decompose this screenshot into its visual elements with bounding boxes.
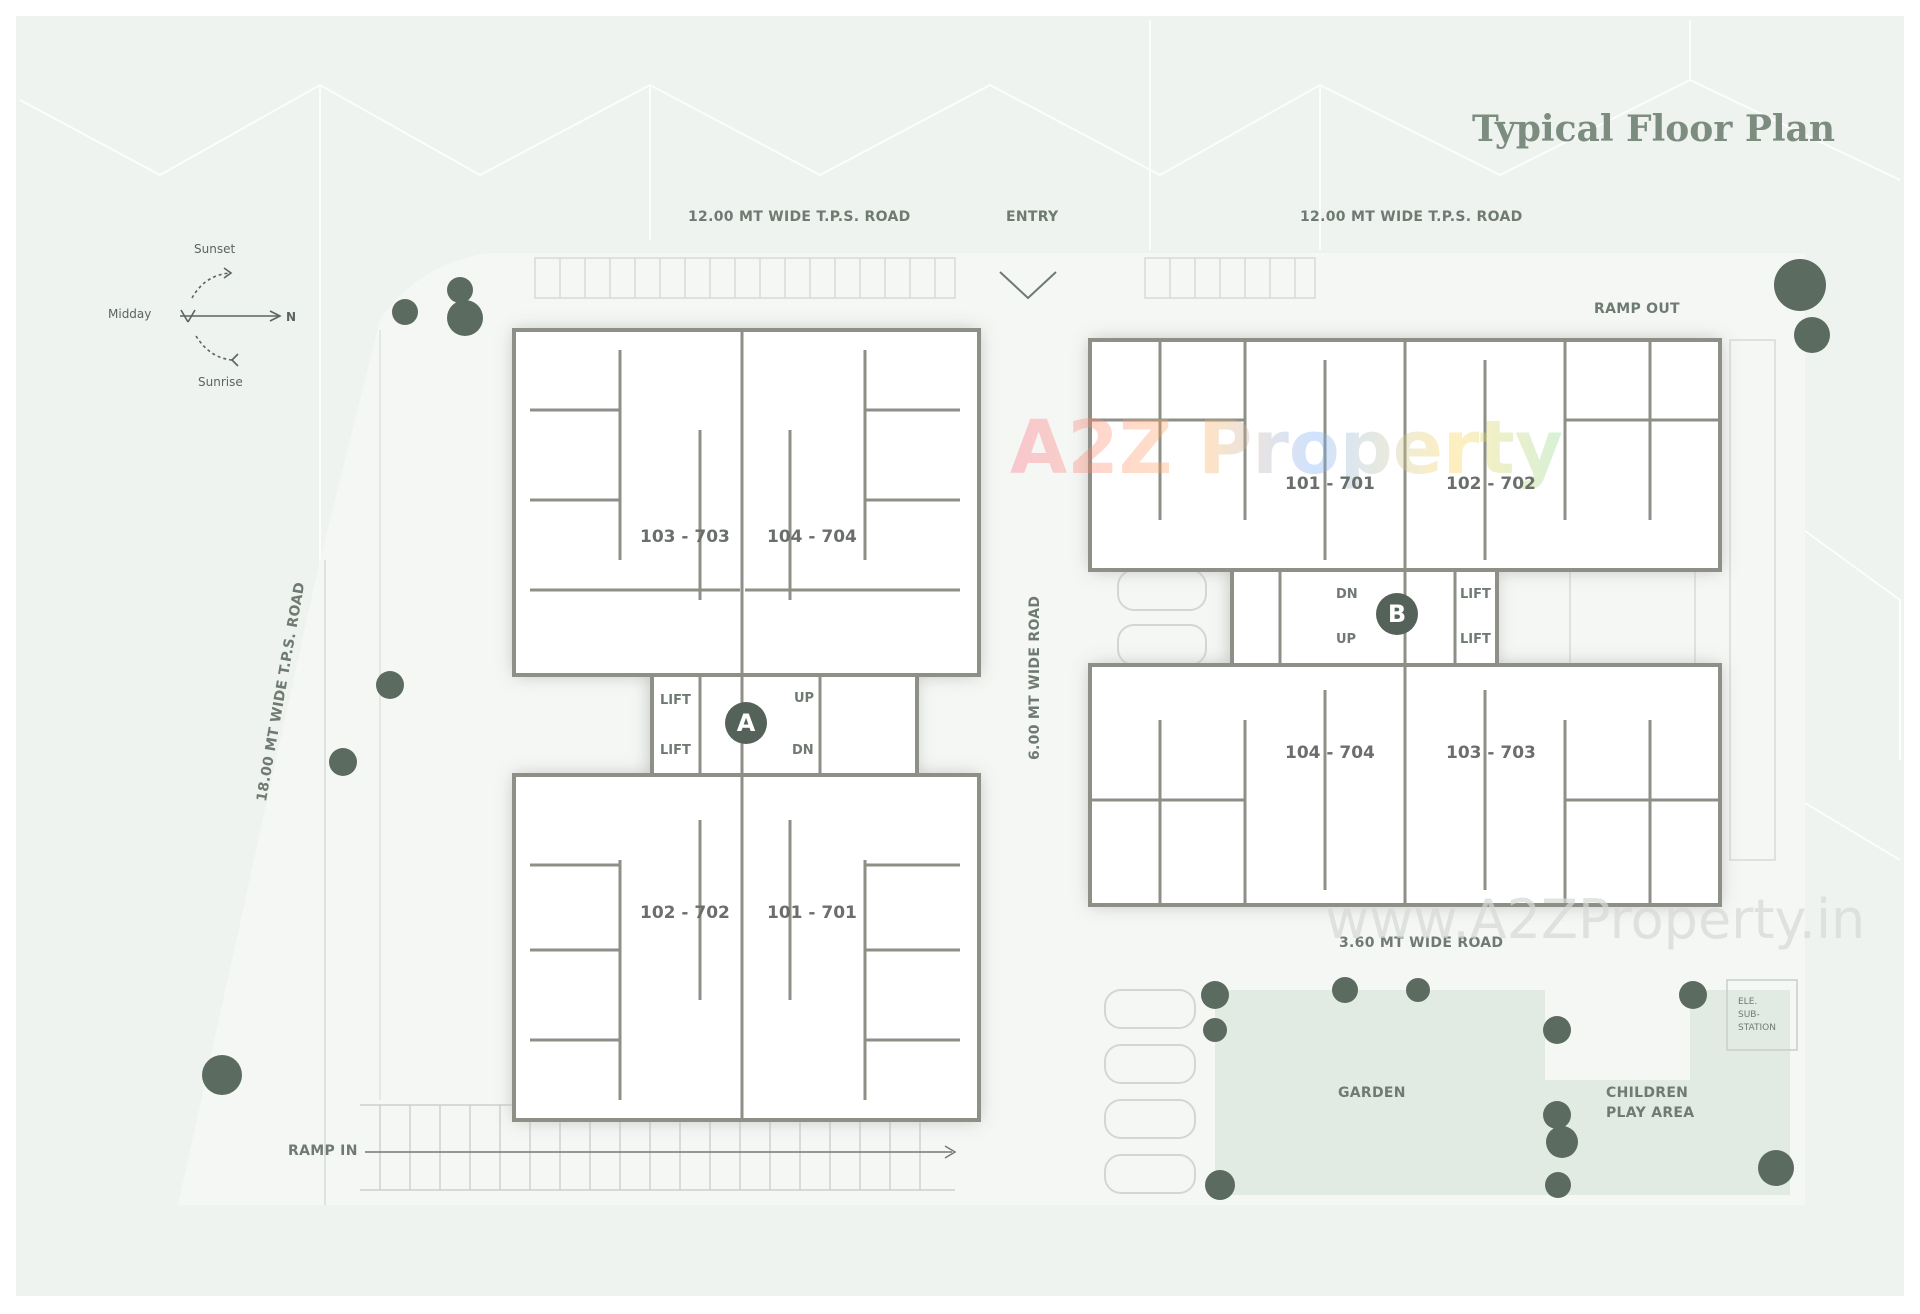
block-b-unit-label: 104 - 704	[1285, 743, 1375, 763]
tree-icon	[1546, 1126, 1578, 1158]
north-arrow-icon	[269, 310, 282, 322]
block-a-badge: A	[725, 702, 767, 744]
road-label-top-left: 12.00 MT WIDE T.P.S. ROAD	[688, 209, 911, 225]
substation-label-line2: SUB-	[1738, 1010, 1760, 1020]
tree-icon	[1543, 1101, 1571, 1129]
watermark-url: www.A2ZProperty.in	[1325, 888, 1866, 951]
watermark-brand: A2Z Property	[1010, 405, 1563, 491]
tree-icon	[202, 1055, 242, 1095]
compass-north-label: N	[286, 310, 297, 324]
midday-tick	[180, 309, 189, 323]
top-parking	[534, 257, 1316, 299]
tree-icon	[447, 277, 473, 303]
block-a-unit-label: 103 - 703	[640, 527, 730, 547]
entry-arrow-icon	[999, 271, 1057, 300]
entry-label: ENTRY	[1006, 209, 1059, 225]
tree-icon	[376, 671, 404, 699]
compass-sunset-label: Sunset	[194, 242, 236, 256]
garden-area	[1215, 990, 1790, 1195]
block-b	[1088, 338, 1722, 907]
tree-icon	[1794, 317, 1830, 353]
block-a-lift-label: LIFT	[660, 743, 691, 758]
tree-icons	[202, 259, 1830, 1200]
tree-icon	[329, 748, 357, 776]
road-label-bottom: 3.60 MT WIDE ROAD	[1339, 935, 1504, 951]
substation-label-line1: ELE.	[1738, 997, 1758, 1007]
children-play-area-label-line2: PLAY AREA	[1606, 1105, 1695, 1121]
tree-icon	[1545, 1172, 1571, 1198]
garden-label: GARDEN	[1338, 1085, 1406, 1101]
block-a-unit-label: 104 - 704	[767, 527, 857, 547]
sunrise-arrow-icon	[230, 353, 239, 367]
block-b-lift-label: LIFT	[1460, 587, 1491, 602]
block-a-unit-label: 101 - 701	[767, 903, 857, 923]
sunset-arc	[191, 272, 231, 299]
block-a-stair-up-label: UP	[794, 691, 815, 706]
block-b-lift-label: LIFT	[1460, 632, 1491, 647]
sun-path-diagram	[180, 267, 282, 367]
compass-sunrise-label: Sunrise	[198, 375, 243, 389]
tree-icon	[1679, 981, 1707, 1009]
road-label-top-right: 12.00 MT WIDE T.P.S. ROAD	[1300, 209, 1523, 225]
block-b-unit-label: 101 - 701	[1285, 474, 1375, 494]
road-label-middle: 6.00 MT WIDE ROAD	[1027, 595, 1043, 760]
tree-icon	[1203, 1018, 1227, 1042]
block-b-stair-up-label: UP	[1336, 632, 1357, 647]
block-a-unit-label: 102 - 702	[640, 903, 730, 923]
tree-icon	[447, 300, 483, 336]
tree-icon	[1406, 978, 1430, 1002]
compass-midday-label: Midday	[108, 307, 152, 321]
substation-label-line3: STATION	[1738, 1023, 1776, 1033]
ramp-in-arrow-icon	[944, 1145, 957, 1159]
page-title: Typical Floor Plan	[1472, 108, 1836, 150]
tree-icon	[392, 299, 418, 325]
block-a-lift-label: LIFT	[660, 693, 691, 708]
tree-icon	[1205, 1170, 1235, 1200]
tree-icon	[1332, 977, 1358, 1003]
block-b-unit-label: 103 - 703	[1446, 743, 1536, 763]
tree-icon	[1201, 981, 1229, 1009]
background-hex-pattern	[19, 20, 1901, 861]
children-play-area-label-line1: CHILDREN	[1606, 1085, 1689, 1101]
midday-tick	[187, 309, 196, 323]
ramp-in-label: RAMP IN	[288, 1143, 358, 1159]
block-b-badge: B	[1376, 593, 1418, 635]
block-a-stair-down-label: DN	[792, 743, 814, 758]
substation-box	[1726, 979, 1798, 1051]
block-b-unit-label: 102 - 702	[1446, 474, 1536, 494]
tree-icon	[1543, 1016, 1571, 1044]
tree-icon	[1758, 1150, 1794, 1186]
block-b-stair-down-label: DN	[1336, 587, 1358, 602]
ramp-out-label: RAMP OUT	[1594, 301, 1680, 317]
sunset-arrow-icon	[223, 267, 233, 279]
tree-icon	[1774, 259, 1826, 311]
block-a	[512, 328, 981, 1122]
